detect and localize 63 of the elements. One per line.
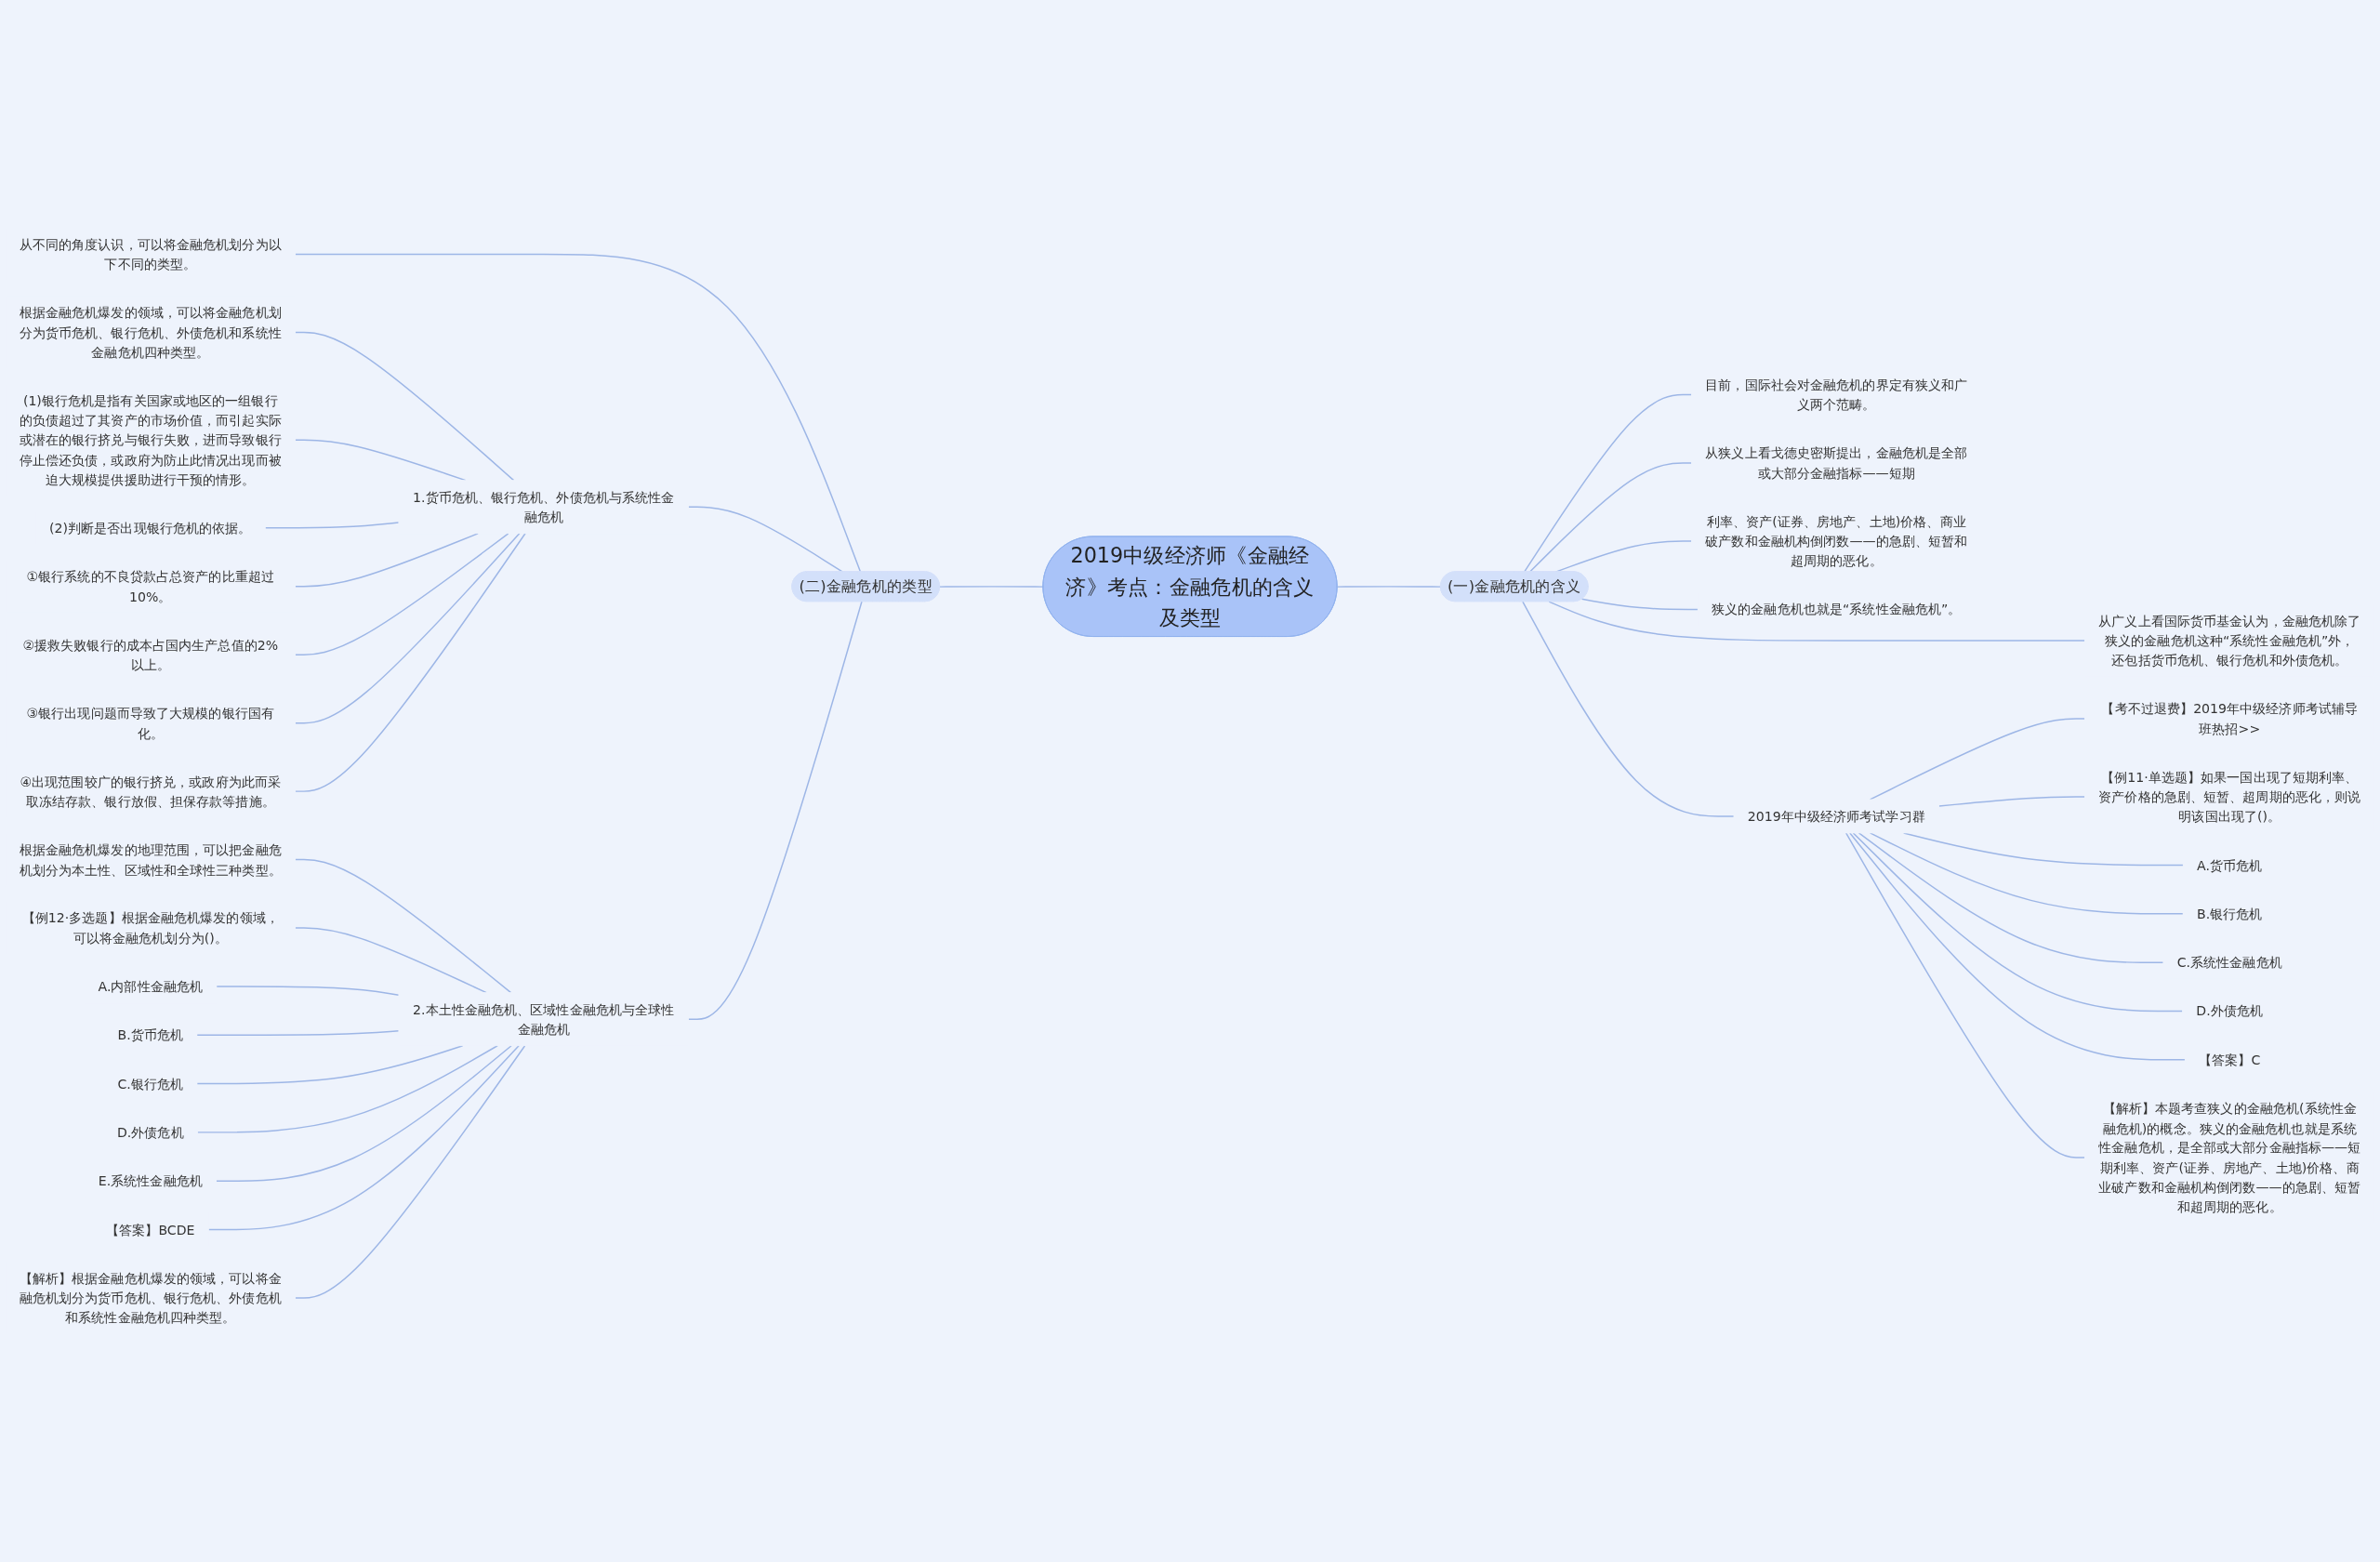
node-text: A.货币危机 <box>2197 857 2263 873</box>
node-text: 【解析】根据金融危机爆发的领域，可以将金融危机划分为货币危机、银行危机、外债危机和系统性金融危机四种类型。 <box>19 1270 282 1326</box>
node-text: 根据金融危机爆发的领域，可以将金融危机划分为货币危机、银行危机、外债危机和系统性金融危机四种类型。 <box>19 305 282 360</box>
node-text: E.系统性金融危机 <box>98 1172 203 1189</box>
connector <box>1548 601 2086 642</box>
node-text: 1.货币危机、银行危机、外债危机与系统性金融危机 <box>413 489 675 524</box>
connector <box>294 533 479 588</box>
node-text: 【例12·多选题】根据金融危机爆发的领域，可以将金融危机划分为()。 <box>21 910 279 946</box>
connector <box>1336 586 1442 588</box>
node-text: ③银行出现问题而导致了大规模的银行国有化。 <box>26 705 274 741</box>
connector <box>294 858 512 994</box>
connector <box>215 1045 512 1182</box>
node-text: 从狭义上看戈德史密斯提出，金融危机是全部或大部分金融指标——短期 <box>1705 445 1968 481</box>
node-text: 【答案】BCDE <box>106 1222 195 1238</box>
connector <box>1858 832 2164 963</box>
connector <box>294 253 862 573</box>
connector <box>1522 601 1735 817</box>
connector <box>1523 393 1693 573</box>
connector <box>196 1030 400 1036</box>
node-text: 从不同的角度认识，可以将金融危机划分为以下不同的类型。 <box>19 236 282 272</box>
connector <box>687 601 863 1020</box>
node-text: 从广义上看国际货币基金认为，金融危机除了狭义的金融危机这种“系统性金融危机”外，还包括货币危机、银行危机和外债危机。 <box>2098 613 2361 668</box>
node-text: A.内部性金融危机 <box>98 978 204 994</box>
node-text: 2.本土性金融危机、区域性金融危机与全球性金融危机 <box>413 1001 675 1037</box>
connector <box>294 927 487 994</box>
connector <box>1528 462 1693 573</box>
node-text: (1)银行危机是指有关国家或地区的一组银行的负债超过了其资产的市场价值，而引起实际或潜在的银行挤兑与银行失败，进而导致银行停止偿还负债，或政府为防止此情况出现而被迫大规模提供援助进行干预的情形。 <box>19 392 282 487</box>
node-text: ②援救失败银行的成本占国内生产总值的2%以上。 <box>22 637 279 672</box>
node-text: 【答案】C <box>2199 1052 2261 1067</box>
connector <box>1844 832 2086 1158</box>
node-text: B.银行危机 <box>2196 906 2263 921</box>
node-text: ①银行系统的不良贷款占总资产的比重超过10%。 <box>26 568 274 604</box>
connector <box>1852 832 2184 1013</box>
node-text: C.系统性金融危机 <box>2176 954 2282 971</box>
node-text: 根据金融危机爆发的地理范围，可以把金融危机划分为本土性、区域性和全球性三种类型。 <box>19 841 282 878</box>
node-text: D.外债危机 <box>2196 1003 2264 1019</box>
connector <box>196 1045 464 1085</box>
connector <box>1849 832 2186 1061</box>
connector <box>1937 796 2086 807</box>
connector <box>207 1045 520 1231</box>
connector <box>196 1045 498 1133</box>
node-text: 2019年中级经济师考试学习群 <box>1747 808 1925 824</box>
node-text: 狭义的金融危机也就是“系统性金融危机”。 <box>1712 602 1962 617</box>
connector <box>294 1045 526 1299</box>
node-text: ④出现范围较广的银行挤兑，或政府为此而采取冻结存款、银行放假、担保存款等措施。 <box>20 774 282 809</box>
connector <box>216 986 400 996</box>
node-text: 【考不过退费】2019年中级经济师考试辅导班热招>> <box>2101 701 2359 736</box>
node-text: 利率、资产(证券、房地产、土地)价格、商业破产数和金融机构倒闭数——的急剧、短暂和超周期的恶化。 <box>1705 513 1968 569</box>
connector <box>294 533 509 655</box>
connector <box>294 533 526 792</box>
connector <box>294 533 521 724</box>
node-text: 目前，国际社会对金融危机的界定有狭义和广义两个范畴。 <box>1705 377 1968 413</box>
node-text: C.银行危机 <box>117 1076 184 1092</box>
node-text: B.货币危机 <box>117 1026 184 1043</box>
node-text: D.外债危机 <box>116 1124 184 1140</box>
connector <box>294 331 515 482</box>
node-text: (2)判断是否出现银行危机的依据。 <box>49 520 252 536</box>
connector <box>1869 832 2184 915</box>
connector <box>264 522 400 529</box>
connector <box>1580 598 1699 611</box>
connector <box>939 586 1044 588</box>
node-text: 【解析】本题考查狭义的金融危机(系统性金融危机)的概念。狭义的金融危机也就是系统性金融危机，是全部或大部分金融指标——短期利率、资产(证券、房地产、土地)价格、商业破产数和金融机构倒闭数——的急剧、短暂和超周期的恶化。 <box>2098 1100 2361 1214</box>
node-text: 【例11·单选题】如果一国出现了短期利率、资产价格的急剧、短暂、超周期的恶化，则说明该国出现了()。 <box>2098 769 2361 825</box>
